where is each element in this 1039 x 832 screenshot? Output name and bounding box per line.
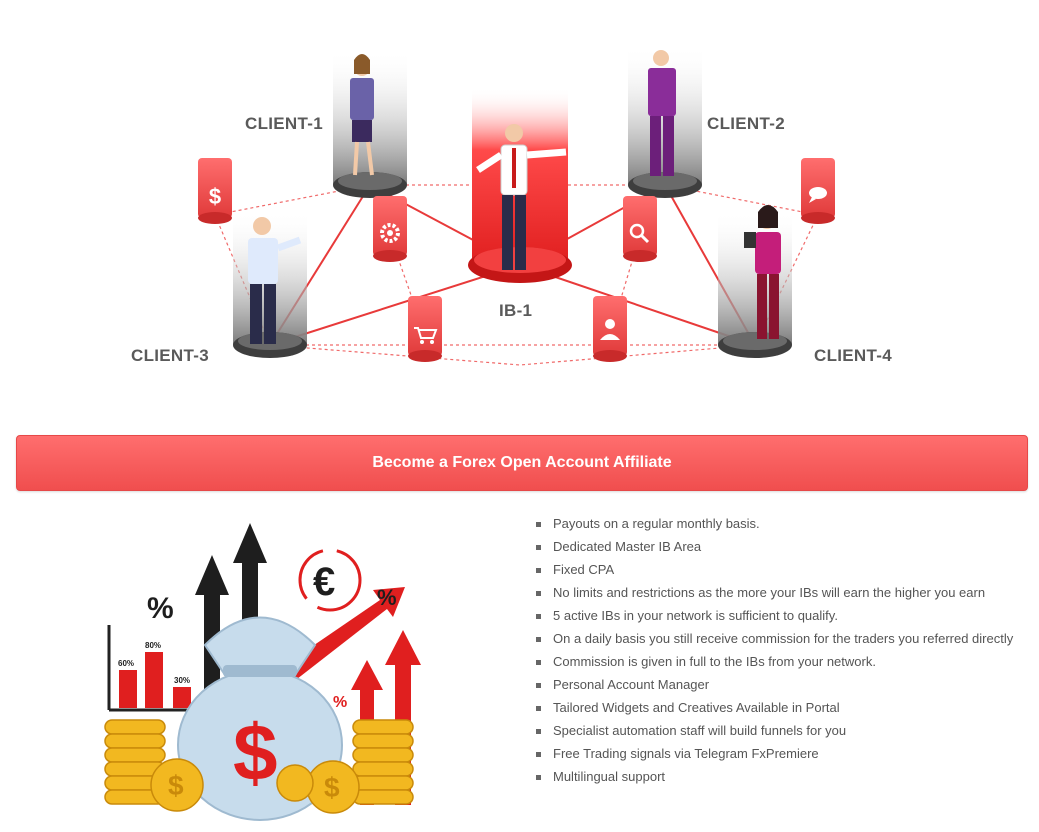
network-graphic: $ — [198, 45, 835, 366]
percent-sign-large: % — [147, 592, 174, 625]
benefit-item: On a daily basis you still receive commi… — [535, 627, 1013, 650]
bar-30 — [173, 687, 191, 708]
euro-icon: € — [313, 560, 335, 604]
svg-text:$: $ — [168, 770, 184, 801]
person-client-4 — [744, 205, 781, 339]
gear-icon — [373, 196, 407, 262]
person-client-3 — [248, 217, 302, 344]
money-growth-illustration: 60% 80% 30% % % % € $ — [85, 515, 445, 825]
benefit-item: Dedicated Master IB Area — [535, 535, 1013, 558]
user-icon — [593, 296, 627, 362]
benefit-item: No limits and restrictions as the more y… — [535, 581, 1013, 604]
benefit-item: Free Trading signals via Telegram FxPrem… — [535, 742, 1013, 765]
bar-80 — [145, 652, 163, 708]
bar-30-label: 30% — [174, 676, 190, 685]
svg-text:$: $ — [209, 184, 221, 209]
svg-text:$: $ — [324, 772, 340, 803]
client-1-label: CLIENT-1 — [245, 114, 323, 133]
chat-icon — [801, 158, 835, 224]
bar-60-label: 60% — [118, 659, 134, 668]
bar-80-label: 80% — [145, 641, 161, 650]
bar-60 — [119, 670, 137, 708]
benefit-item: 5 active IBs in your network is sufficie… — [535, 604, 1013, 627]
client-4-label: CLIENT-4 — [814, 346, 892, 365]
dollar-icon: $ — [198, 158, 232, 224]
person-client-2 — [648, 50, 676, 176]
benefit-item: Fixed CPA — [535, 558, 1013, 581]
cart-icon — [408, 296, 442, 362]
benefit-item: Tailored Widgets and Creatives Available… — [535, 696, 1013, 719]
become-affiliate-button[interactable]: Become a Forex Open Account Affiliate — [16, 435, 1028, 491]
search-icon — [623, 196, 657, 262]
benefit-item: Multilingual support — [535, 765, 1013, 788]
percent-sign-red: % — [333, 694, 347, 711]
person-client-1 — [350, 54, 374, 176]
ib-1-label: IB-1 — [499, 301, 533, 320]
benefit-item: Personal Account Manager — [535, 673, 1013, 696]
percent-sign-right: % — [377, 585, 397, 610]
ib-network-diagram: $ — [0, 0, 1039, 410]
dollar-bag-icon: $ — [233, 708, 278, 797]
benefit-item: Commission is given in full to the IBs f… — [535, 650, 1013, 673]
client-2-label: CLIENT-2 — [707, 114, 785, 133]
person-ib — [476, 124, 567, 270]
client-3-label: CLIENT-3 — [131, 346, 209, 365]
benefit-item: Specialist automation staff will build f… — [535, 719, 1013, 742]
benefit-item: Payouts on a regular monthly basis. — [535, 512, 1013, 535]
benefits-list: Payouts on a regular monthly basis. Dedi… — [535, 512, 1013, 788]
